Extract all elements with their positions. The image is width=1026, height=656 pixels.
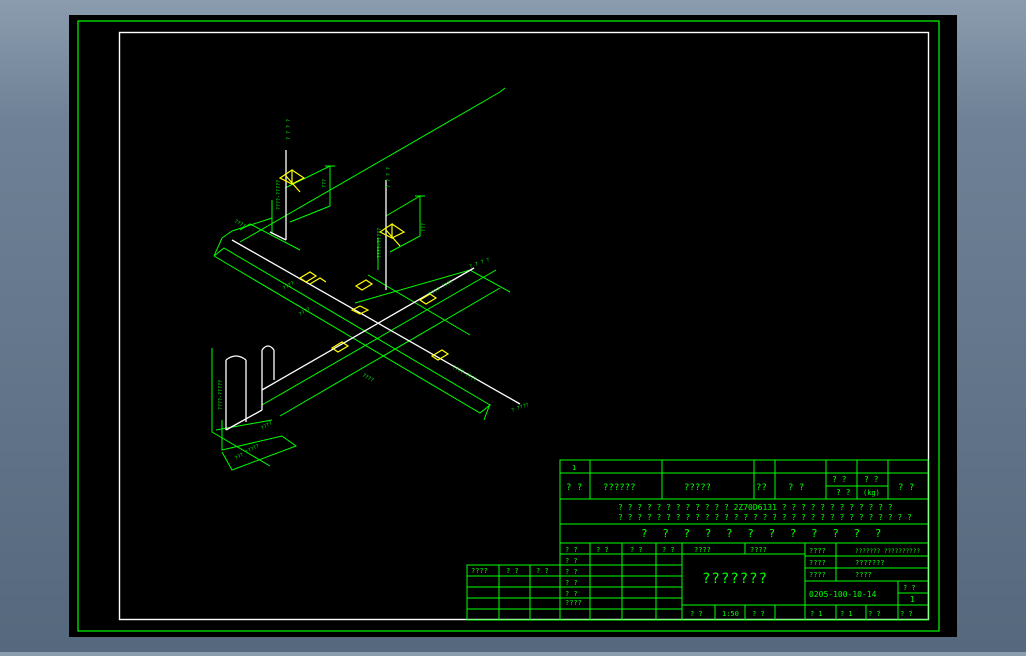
left-row-5: ???? [565,599,582,607]
bottom-cell-6: ? ? [868,610,881,618]
pipe-runs [225,150,521,431]
header-cell-4: ?? [756,483,767,493]
header-cell-3: ????? [684,483,711,493]
drawing-title: ??????? [702,571,768,587]
outer-frame [77,20,940,632]
left-header-3: ? ? [536,567,549,575]
label-middle-branch-tag: ? ? ? ? [386,167,392,188]
right-value-3: ???? [855,571,872,579]
drawing-number: 0205-100-10-14 [809,590,877,599]
label-bottom-end-tag: ? ???? [511,402,530,414]
left-row-4: ? ? [565,590,578,598]
left-row-2: ? ? [565,568,578,576]
sign-label-2: ? ? [596,546,609,554]
sign-label-5: ???? [694,546,711,554]
header-cell-kg: (kg) [863,489,880,497]
sign-label-1: ? ? [565,546,578,554]
label-dim-left-b: ???? [282,281,295,292]
project-name: ??????? ?????????? [855,548,920,555]
bottom-cell-1: ? ? [690,610,703,618]
bottom-cell-4: ? 1 [810,610,823,618]
right-label-2: ???? [809,559,826,567]
label-dim-left-a: ???? [233,219,246,230]
sign-label-3: ? ? [630,546,643,554]
label-middle-branch-pipe: ????-????? [377,228,383,258]
header-cell-10: ? ? [898,483,914,493]
header-cell-2: ?????? [603,483,636,493]
bottom-cell-3: ? ? [752,610,765,618]
label-dim-vertical-b: ??? [421,223,427,232]
note-row-2: ? ? ? ? ? ? ? ? ? ? ? ? ? ? ? ? ? ? ? ? … [618,513,912,522]
sheet-value: 1 [910,595,915,604]
label-left-branch-pipe: ????-????? [276,180,282,210]
label-dim-mid: ???? [298,307,311,318]
left-row-3: ? ? [565,579,578,587]
rev-number: 1 [572,464,576,472]
label-left-branch-tag: ? ? ? ? [286,119,292,140]
header-cell-6: ? ? [832,475,847,484]
sign-label-6: ???? [750,546,767,554]
left-header-1: ???? [471,567,488,575]
label-dim-vertical-a: ??? [322,179,328,188]
sign-label-4: ? ? [662,546,675,554]
valve-symbols [278,168,450,361]
label-riser: ????-????? [218,380,224,410]
bottom-cell-5: ? 1 [840,610,853,618]
header-cell-8: ? ? [836,488,851,497]
left-header-2: ? ? [506,567,519,575]
left-row-1: ? ? [565,557,578,565]
label-dim-lower: ???? [260,421,273,432]
sheet-label: ? ? [903,584,916,592]
note-row-1: ? ? ? ? ? ? ? ? ? ? ? ? 2Z70D6131 ? ? ? … [618,503,893,512]
header-cell-5: ? ? [788,483,804,493]
model-space [69,15,957,637]
right-label-1: ???? [809,547,826,555]
header-cell-7: ? ? [864,475,879,484]
dimension-lines [211,87,511,471]
scale-value: 1:50 [722,610,739,618]
header-cell-1: ? ? [566,483,582,493]
right-value-2: ??????? [855,559,885,567]
title-block: 1 ? ? ?????? ????? ?? ? ? ? ? ? ? ? ? (k… [466,459,929,621]
company-row: ? ? ? ? ? ? ? ? ? ? ? ? [641,527,885,540]
label-dim-main: ???? [361,373,374,384]
right-label-3: ???? [809,571,826,579]
bottom-cell-7: ? ? [900,610,913,618]
